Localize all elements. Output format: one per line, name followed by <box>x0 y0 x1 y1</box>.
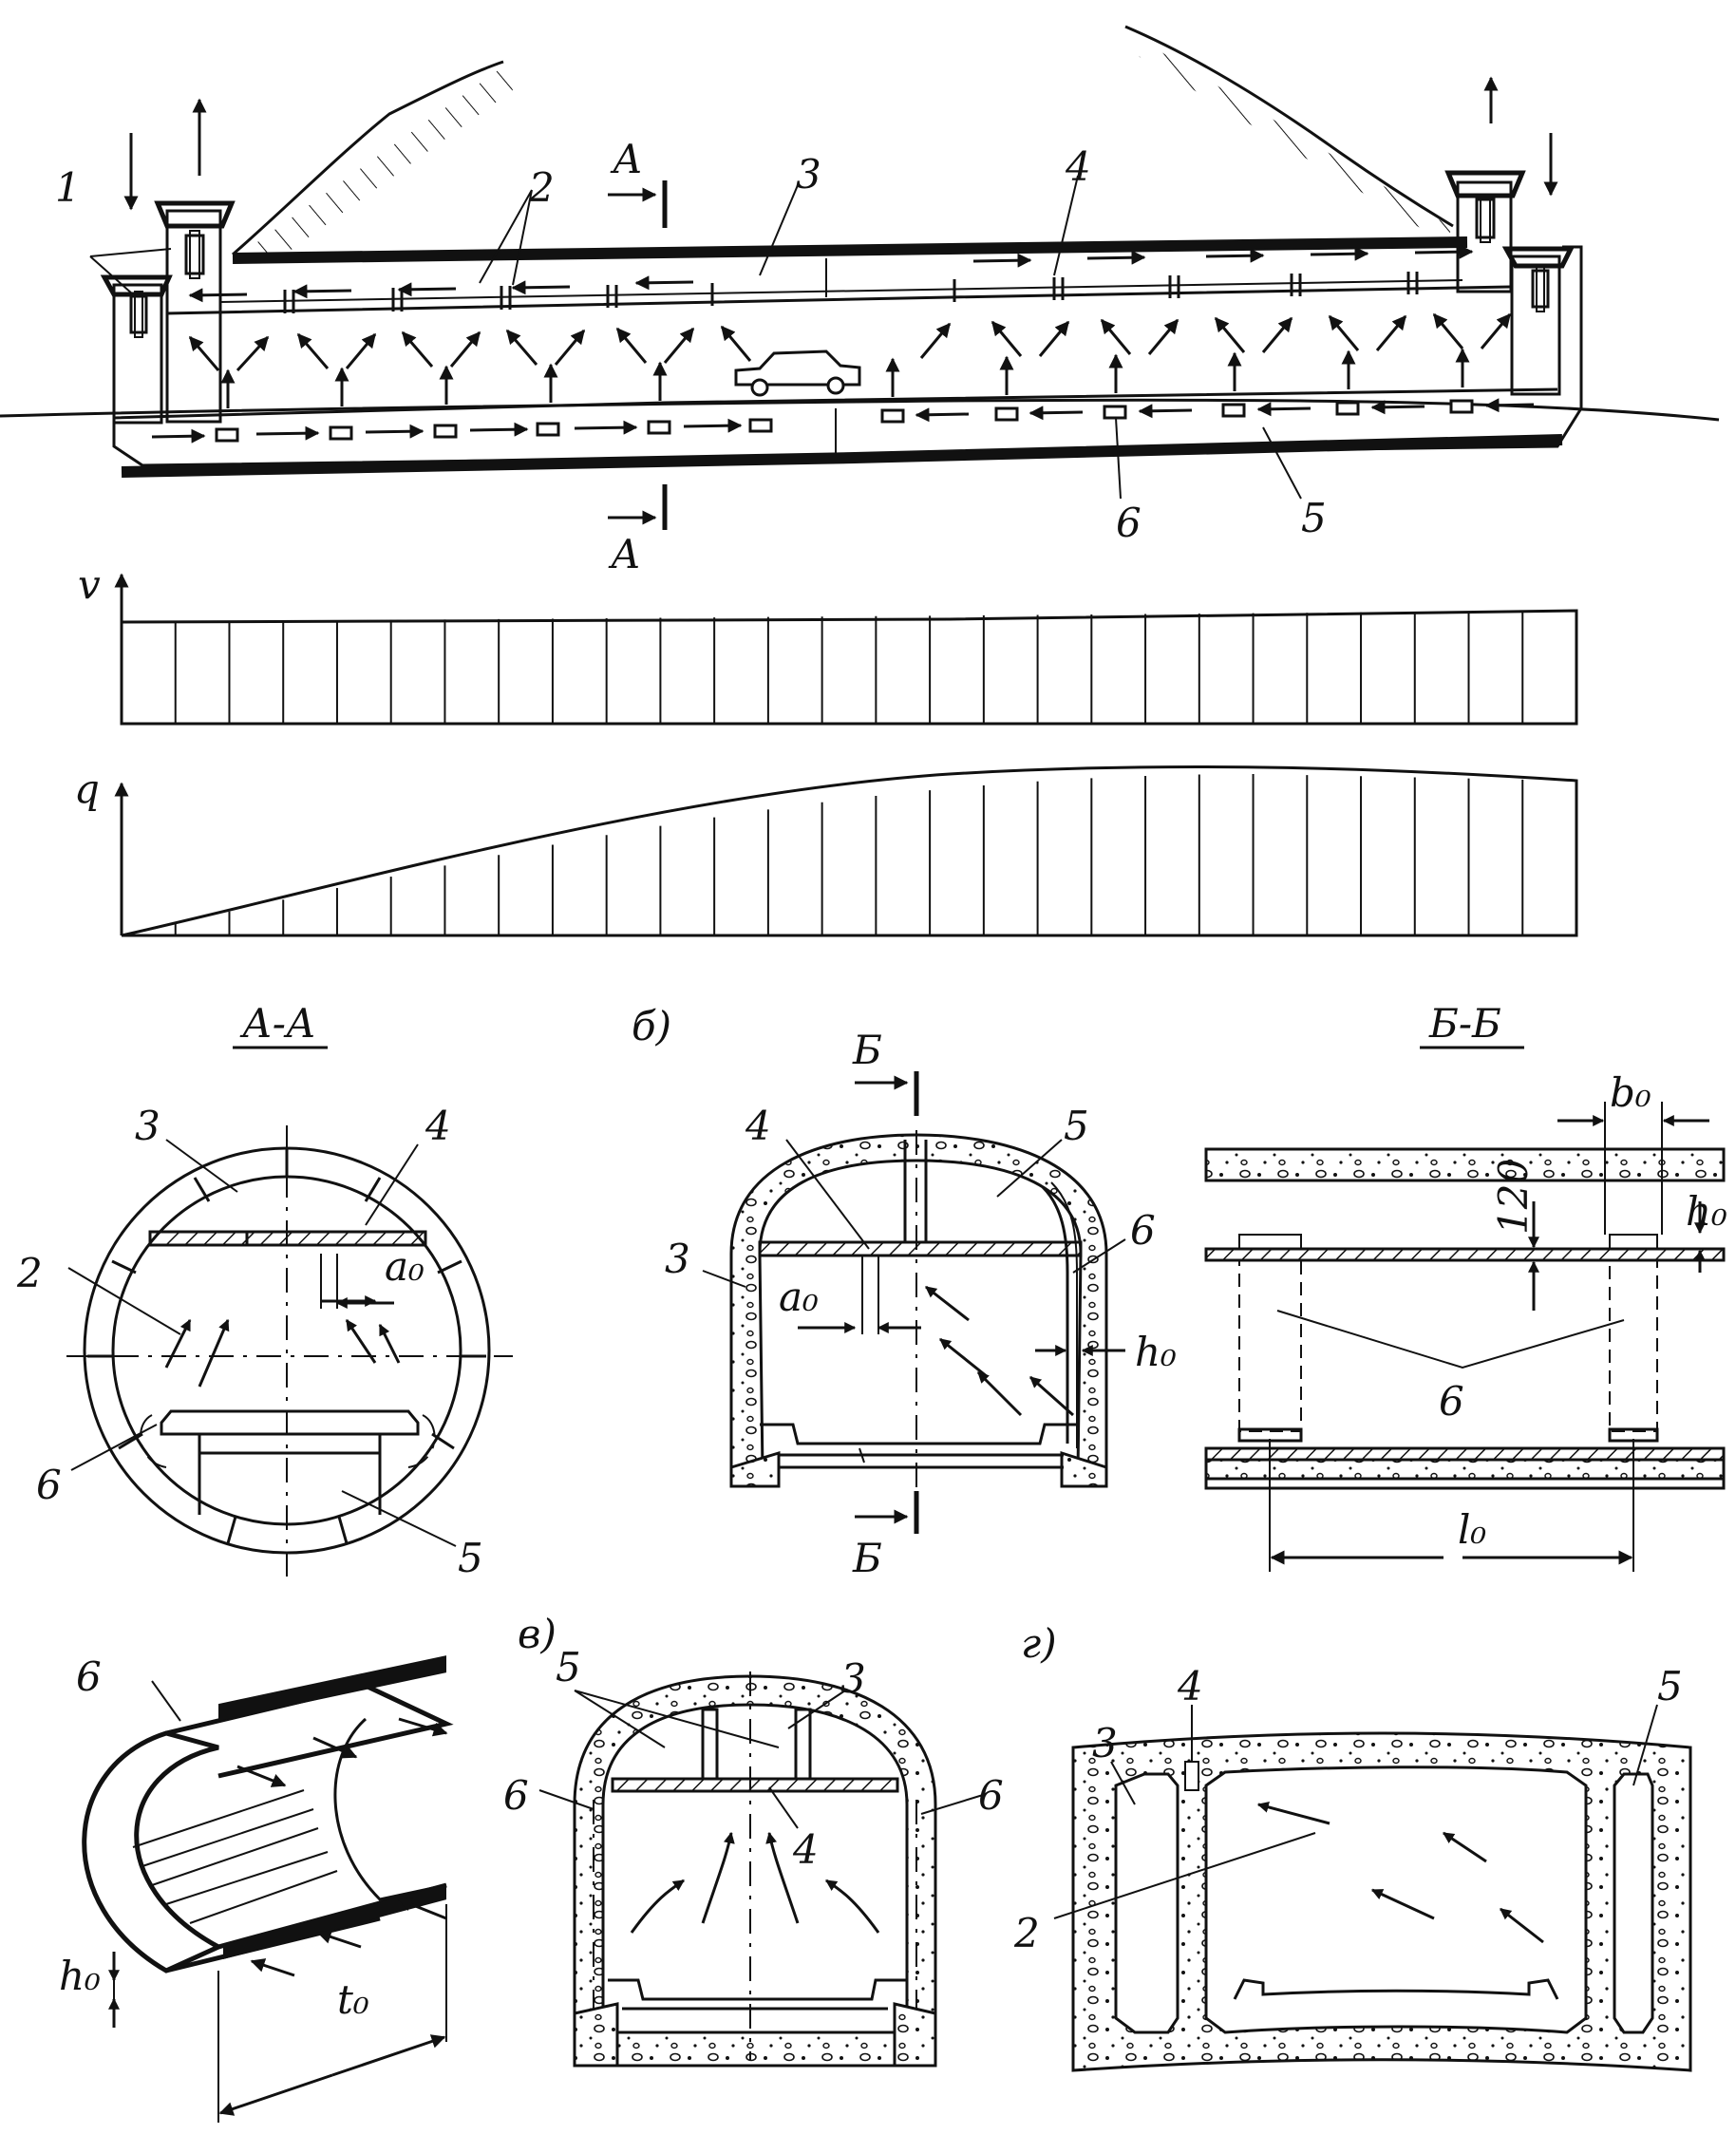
label-4: 4 <box>1065 143 1091 190</box>
velocity-diagram: v <box>78 561 1578 726</box>
pipe-sketch: 6 h₀ t₀ <box>59 1653 454 2123</box>
v-label-4: 4 <box>792 1826 819 1873</box>
longitudinal-section: 1 2 3 4 6 5 А А <box>0 25 1720 577</box>
section-b-top: Б <box>852 1027 882 1073</box>
title-bb: Б-Б <box>1428 1000 1501 1047</box>
b-label-6: 6 <box>1130 1207 1156 1254</box>
aa-label-a0: a₀ <box>385 1243 425 1290</box>
aa-label-5: 5 <box>458 1535 483 1581</box>
label-b-variant: б) <box>632 1003 671 1049</box>
pipe-label-6: 6 <box>76 1653 102 1700</box>
section-g-variant: г) 4 5 3 2 <box>1013 1620 1692 2072</box>
aa-label-4: 4 <box>425 1103 451 1149</box>
bb-label-6: 6 <box>1439 1378 1464 1425</box>
car-icon <box>734 349 861 397</box>
label-v-variant: в) <box>518 1611 557 1657</box>
label-q: q <box>74 765 100 812</box>
g-label-2: 2 <box>1013 1910 1040 1956</box>
title-aa: А-А <box>239 1000 316 1047</box>
exhaust-openings <box>283 272 1419 313</box>
mountain-left <box>232 60 504 256</box>
label-5: 5 <box>1301 495 1327 541</box>
bb-label-l0: l₀ <box>1458 1506 1486 1553</box>
bb-label-b0: b₀ <box>1610 1069 1651 1116</box>
aa-label-3: 3 <box>135 1103 160 1149</box>
aa-label-6: 6 <box>36 1462 62 1508</box>
g-label-4: 4 <box>1177 1663 1203 1709</box>
section-bb: Б-Б 6 b₀ h₀ 120 l₀ <box>1204 1000 1727 1572</box>
v-label-6-right: 6 <box>978 1772 1004 1819</box>
label-1: 1 <box>55 164 81 211</box>
velocity-ticks <box>174 611 1524 724</box>
b-label-h0: h₀ <box>1135 1329 1177 1375</box>
pipe-label-t0: t₀ <box>337 1976 369 2023</box>
mountain-right <box>1124 25 1454 228</box>
g-label-5: 5 <box>1657 1663 1683 1709</box>
supply-openings <box>215 399 1474 443</box>
pipe-label-h0: h₀ <box>59 1953 101 1999</box>
g-label-3: 3 <box>1092 1720 1118 1766</box>
b-label-4: 4 <box>745 1103 771 1149</box>
section-a-bottom: А <box>608 531 641 577</box>
label-g-variant: г) <box>1021 1620 1057 1667</box>
v-label-5: 5 <box>556 1644 581 1690</box>
b-label-a0: a₀ <box>779 1274 819 1320</box>
v-label-3: 3 <box>840 1655 866 1702</box>
label-2: 2 <box>528 164 555 211</box>
supply-flow-arrows <box>151 398 1535 444</box>
section-aa: А-А <box>16 1000 513 1581</box>
v-label-6-left: 6 <box>503 1772 529 1819</box>
b-label-3: 3 <box>665 1236 690 1282</box>
label-3: 3 <box>796 151 821 198</box>
flow-diagram: q <box>74 765 1578 937</box>
section-a-top: А <box>610 136 643 182</box>
section-v-variant: в) 5 3 4 6 6 <box>503 1611 1004 2068</box>
flow-ticks <box>174 774 1524 935</box>
label-v: v <box>78 561 101 608</box>
aa-label-2: 2 <box>16 1250 43 1296</box>
section-b-bottom: Б <box>852 1535 882 1581</box>
exhaust-flow-arrows <box>188 244 1474 303</box>
carriage-flow-arrows <box>188 312 1512 408</box>
bb-label-h0: h₀ <box>1686 1188 1727 1235</box>
label-6: 6 <box>1116 500 1142 546</box>
section-b-variant: б) Б Б <box>632 1003 1177 1581</box>
bb-label-120: 120 <box>1490 1159 1537 1235</box>
b-label-5: 5 <box>1064 1103 1089 1149</box>
